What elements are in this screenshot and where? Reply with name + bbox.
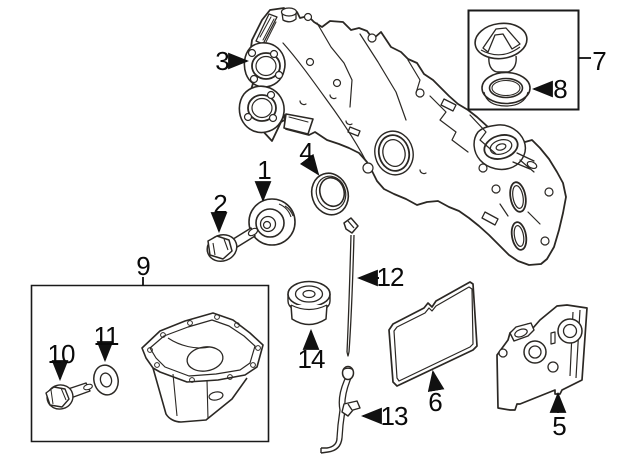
callout-label-1[interactable]: 1 <box>257 155 272 185</box>
pulley-bolt-drawing <box>203 227 258 266</box>
oil-filter-drawing <box>288 282 330 325</box>
oil-drain-plug-drawing <box>44 382 93 412</box>
callout-arrows <box>51 52 591 425</box>
callout-label-6[interactable]: 6 <box>428 387 443 417</box>
cover-plate-gasket-drawing <box>389 282 477 386</box>
kit-box-9 <box>32 286 269 442</box>
callout-label-4[interactable]: 4 <box>299 137 314 167</box>
crankshaft-oil-seal-drawing <box>306 168 353 219</box>
callout-label-3[interactable]: 3 <box>215 46 230 76</box>
callout-label-14[interactable]: 14 <box>297 344 326 374</box>
oil-dipstick-drawing <box>344 218 358 356</box>
callout-label-11[interactable]: 11 <box>93 321 120 351</box>
callout-label-12[interactable]: 12 <box>376 262 405 292</box>
callout-label-10[interactable]: 10 <box>47 339 76 369</box>
kit-box-7-8 <box>469 11 579 110</box>
callout-label-7[interactable]: 7 <box>592 46 607 76</box>
callout-label-13[interactable]: 13 <box>380 401 409 431</box>
oil-pan-drawing <box>142 313 263 422</box>
crankshaft-pulley-drawing <box>249 199 295 245</box>
callout-label-5[interactable]: 5 <box>552 411 567 441</box>
callout-label-2[interactable]: 2 <box>213 189 228 219</box>
filler-cap-o-ring-drawing <box>482 73 530 107</box>
callout-label-8[interactable]: 8 <box>553 74 568 104</box>
callout-label-9[interactable]: 9 <box>136 251 151 281</box>
dipstick-tube-drawing <box>321 367 360 454</box>
timing-cover-drawing <box>239 8 566 265</box>
drain-plug-washer-drawing <box>91 363 122 398</box>
engine-cover-plate-drawing <box>497 305 587 410</box>
